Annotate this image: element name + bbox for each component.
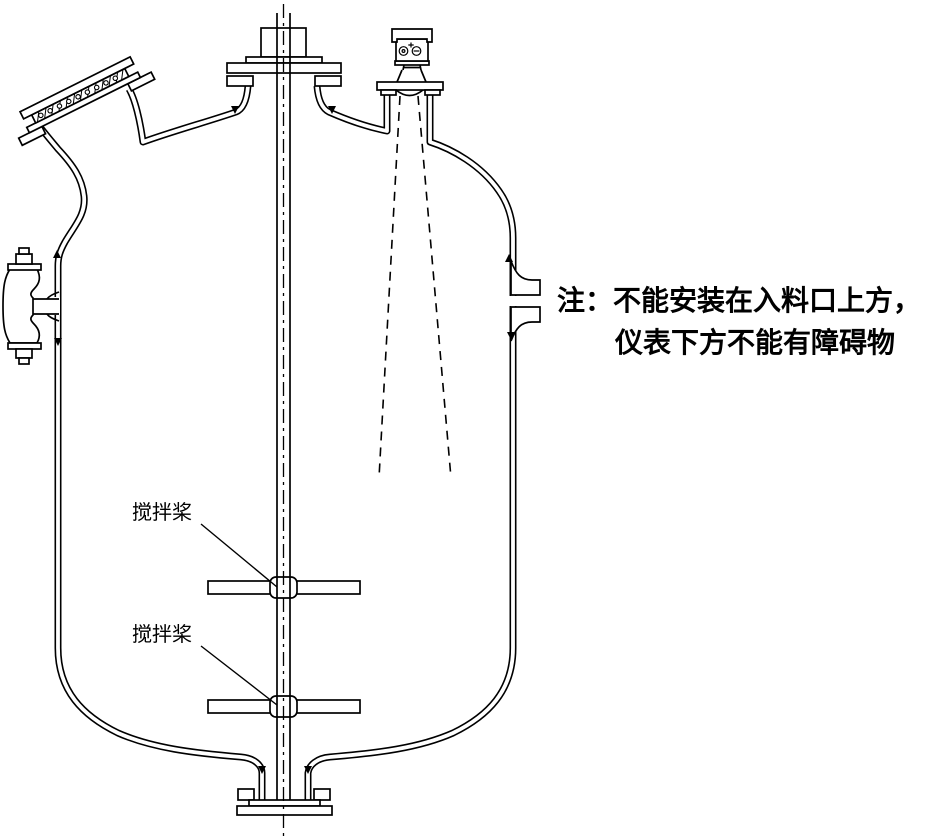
leader-line-top [200,523,278,588]
transmitter-dials [398,42,422,56]
bolt-holes [38,75,119,119]
mounting-flange [376,81,444,91]
horn-antenna [395,89,424,97]
note-line-1: 注：不能安装在入料口上方， [557,284,921,316]
fixture-body [2,268,41,344]
leader-line-bottom [200,645,278,706]
note-line-2: 仪表下方不能有障碍物 [614,326,895,358]
paddle-label-top: 搅拌桨 [132,501,192,524]
gland-tab-left [226,75,254,87]
agitator-shaft [276,13,291,800]
installation-note: 注：不能安装在入料口上方， 仪表下方不能有障碍物 [557,284,921,358]
paddle-label-bottom: 搅拌桨 [132,623,192,646]
feed-inlet-manhole [17,55,156,147]
jacket-stub [507,260,542,342]
bottom-outlet-flange [236,788,333,816]
side-nozzle-fixture [2,247,60,365]
gland-tab-right [314,75,342,87]
bolt-top [15,253,33,265]
vessel-wall [37,85,517,801]
manhole-cover [18,55,135,121]
bolt-bottom [15,348,33,359]
weld-marks [53,106,515,774]
radar-beam-cone [378,95,452,479]
radar-level-transmitter [376,28,444,97]
transmitter-cap [391,28,433,43]
